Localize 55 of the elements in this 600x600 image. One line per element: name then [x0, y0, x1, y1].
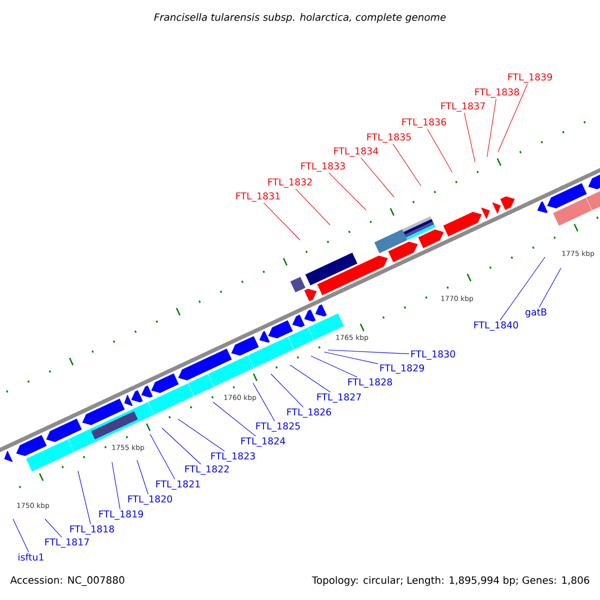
leader-line: [252, 382, 275, 422]
leader-line: [270, 374, 304, 408]
leader-line: [295, 188, 330, 226]
gene-label: isftu1: [18, 553, 44, 561]
leader-line: [427, 128, 452, 172]
gene-label: FTL_1828: [348, 378, 392, 388]
gene-label: FTL_1832: [268, 178, 312, 188]
title: Francisella tularensis subsp. holarctica, complete genome: [154, 13, 446, 23]
leader-line: [212, 402, 256, 436]
leader-line: [360, 158, 394, 198]
leader-line: [12, 518, 29, 552]
leader-line: [392, 144, 422, 186]
gene-label: FTL_1840: [474, 321, 518, 331]
leader-line: [112, 462, 120, 510]
gene-label: FTL_1819: [99, 510, 143, 520]
leader-line: [290, 364, 331, 392]
gene-label: FTL_1820: [128, 495, 172, 505]
gene-label: FTL_1825: [256, 422, 300, 432]
leader-line: [538, 268, 562, 308]
gene-label: FTL_1821: [156, 480, 200, 490]
footer-text: Topology: circular; Length: 1,895,994 bp; Genes: 1,806: [312, 576, 590, 586]
gene-label: FTL_1817: [45, 538, 89, 548]
leader-line: [263, 202, 300, 240]
leader-line: [136, 460, 148, 494]
leader-line: [498, 84, 528, 152]
leader-line: [78, 470, 91, 524]
leader-line: [328, 172, 366, 210]
gene-label: FTL_1836: [402, 118, 446, 128]
gene-label: FTL_1834: [334, 147, 378, 157]
gene-label: FTL_1831: [236, 192, 280, 202]
gene-label: gatB: [525, 308, 546, 318]
leader-line: [328, 350, 410, 354]
leader-line: [324, 352, 378, 364]
gene-label: FTL_1833: [301, 162, 345, 172]
gene-label: FTL_1837: [441, 102, 485, 112]
gene-label: FTL_1822: [185, 465, 229, 475]
gene-label: FTL_1826: [287, 408, 332, 418]
leader-line: [178, 418, 225, 452]
gene-label: FTL_1824: [241, 437, 286, 447]
leader-line: [44, 518, 62, 538]
gene-label: FTL_1829: [380, 364, 424, 374]
leader-line: [486, 98, 496, 158]
leader-line: [310, 356, 358, 378]
gene-label: FTL_1830: [411, 350, 456, 360]
leader-line: [500, 256, 546, 320]
leader-line: [464, 112, 476, 162]
footer-text: Accession: NC_007880: [10, 576, 124, 586]
gene-label: FTL_1835: [367, 133, 411, 143]
gene-label: FTL_1838: [475, 88, 520, 98]
gene-label: FTL_1823: [211, 452, 255, 462]
gene-label: FTL_1818: [70, 525, 114, 535]
gene-label: FTL_1839: [508, 73, 552, 83]
leader-line: [150, 434, 176, 480]
leader-line: [162, 428, 202, 464]
gene-label: FTL_1827: [317, 393, 361, 403]
